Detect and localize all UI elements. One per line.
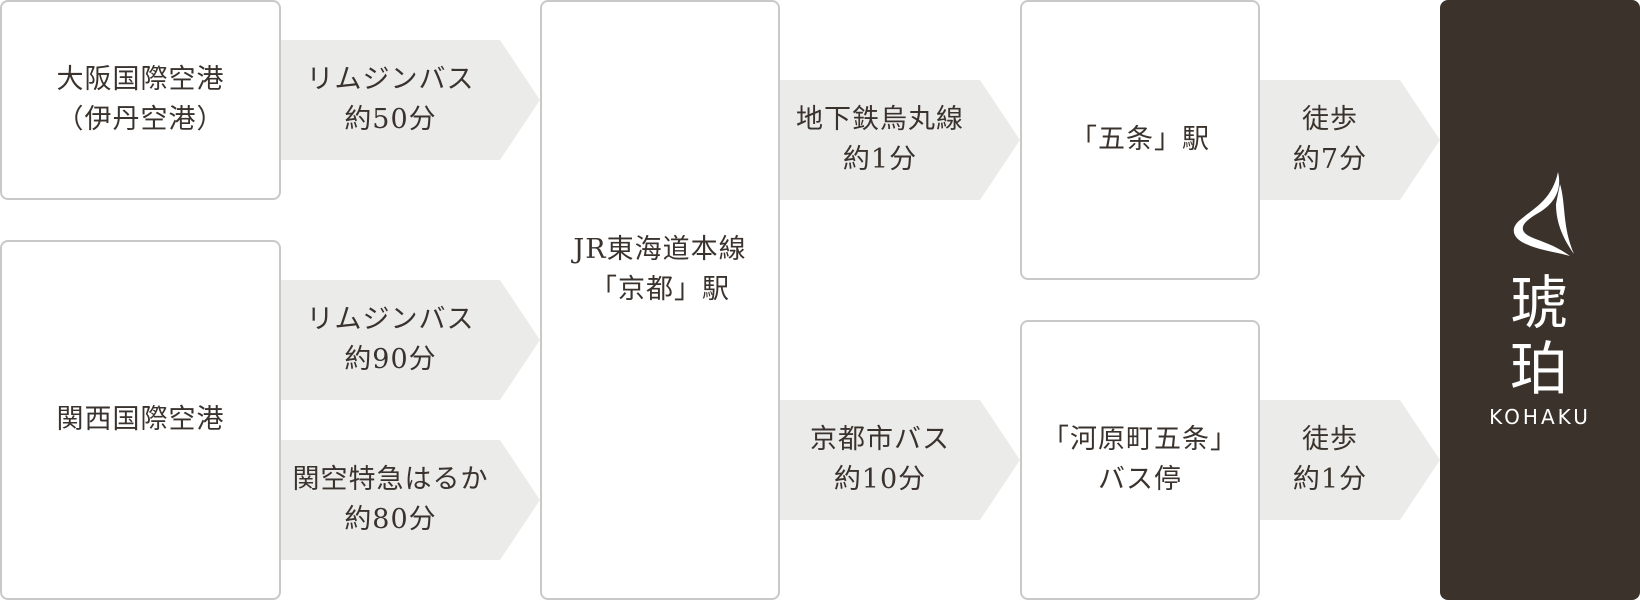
route-label: リムジンバス 約50分 <box>306 64 475 135</box>
hotel-roman-name: KOHAKU <box>1489 405 1591 429</box>
route-label: リムジンバス 約90分 <box>306 304 475 375</box>
route-label: 徒歩 約1分 <box>1292 424 1368 495</box>
destination-hotel-kohaku: 琥 珀 KOHAKU <box>1440 0 1640 600</box>
route-label: 地下鉄烏丸線 約1分 <box>796 104 964 175</box>
hotel-name: 琥 珀 <box>1509 269 1570 403</box>
route-walk-from-gojo: 徒歩 約7分 <box>1260 80 1440 200</box>
node-kyoto-station: JR東海道本線 「京都」駅 <box>540 0 780 600</box>
route-label: 徒歩 約7分 <box>1292 104 1368 175</box>
route-walk-from-kawaramachi: 徒歩 約1分 <box>1260 400 1440 520</box>
route-subway-karasuma: 地下鉄烏丸線 約1分 <box>780 80 1020 200</box>
node-gojo-station: 「五条」駅 <box>1020 0 1260 280</box>
route-kansai-limousine-bus: リムジンバス 約90分 <box>281 280 540 400</box>
node-itami-airport: 大阪国際空港 （伊丹空港） <box>0 0 281 200</box>
route-label: 関空特急はるか 約80分 <box>292 464 489 535</box>
route-kyoto-city-bus: 京都市バス 約10分 <box>780 400 1020 520</box>
route-itami-limousine-bus: リムジンバス 約50分 <box>281 40 540 160</box>
route-kansai-haruka: 関空特急はるか 約80分 <box>281 440 540 560</box>
route-label: 京都市バス 約10分 <box>810 424 950 495</box>
node-kawaramachi-gojo-bus-stop: 「河原町五条」 バス停 <box>1020 320 1260 600</box>
node-kansai-airport: 関西国際空港 <box>0 240 281 600</box>
kohaku-logo-icon <box>1513 172 1574 256</box>
